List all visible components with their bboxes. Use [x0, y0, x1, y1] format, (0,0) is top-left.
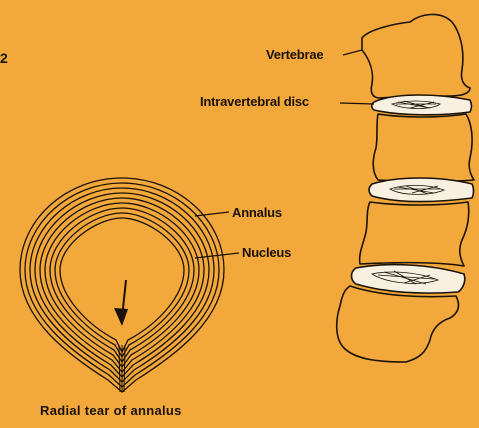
vertebra-3 [360, 202, 469, 266]
disc-2 [369, 178, 474, 202]
nucleus-boundary [60, 218, 184, 352]
leader-lines [195, 50, 374, 258]
vertebra-1 [362, 14, 470, 98]
annulus-ring-7 [50, 208, 194, 362]
figure-caption: Radial tear of annalus [40, 403, 182, 418]
vertebrae-label: Vertebrae [266, 47, 323, 62]
annulus-ring-8 [55, 213, 189, 357]
annalus-label: Annalus [232, 205, 282, 220]
radial-tear [119, 345, 125, 392]
vertebra-4 [337, 286, 459, 362]
tear-arrow [114, 280, 128, 326]
disc-label: Intravertebral disc [200, 94, 309, 109]
annulus-ring-6 [45, 203, 199, 367]
nucleus-label: Nucleus [242, 245, 291, 260]
vertebra-2 [373, 114, 474, 182]
figure-label: 2 [0, 50, 8, 66]
